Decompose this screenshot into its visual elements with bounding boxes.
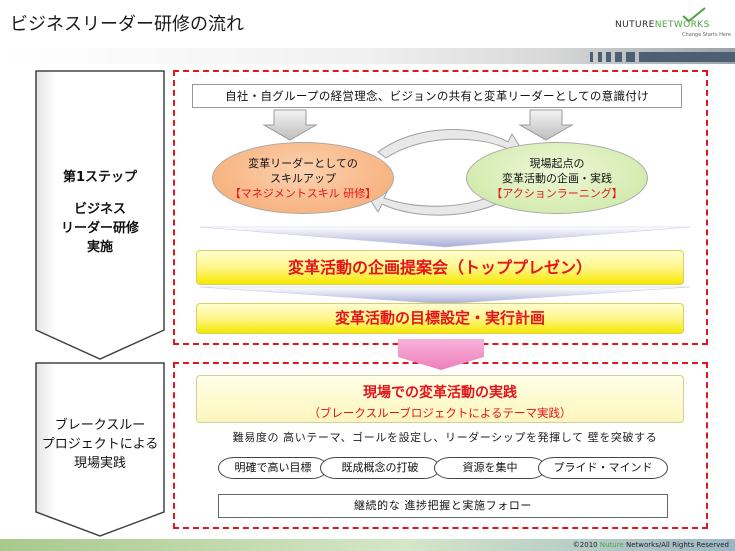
- pill-break-convention: 既成概念の打破: [320, 457, 440, 479]
- checkmark-logo-icon: [682, 7, 706, 23]
- step2-arrow: ブレークスルー プロジェクトによる 現場実践: [35, 362, 165, 537]
- chevron-down-1-icon: [200, 226, 690, 248]
- header-band: [0, 48, 735, 64]
- pink-down-arrow-icon: [398, 339, 484, 370]
- pill-focus-resources: 資源を集中: [434, 457, 546, 479]
- followup-box: 継続的な 進捗把握と実施フォロー: [218, 494, 668, 518]
- footer-band: [0, 539, 735, 551]
- field-practice-box: 現場での変革活動の実践 （ブレークスルーブロジェクトによるテーマ実践）: [196, 375, 684, 423]
- logo-brand: NUTURENETWORKS: [615, 20, 710, 30]
- skillup-line1: 変革リーダーとしての: [248, 156, 358, 170]
- copyright-text: ©2010 Nuture Networks/All Rights Reserve…: [573, 539, 729, 551]
- step1-line2: リーダー研修: [60, 221, 139, 236]
- step1-arrow: 第1ステップ ビジネス リーダー研修 実施: [35, 70, 165, 360]
- logo-text-green: NETWORKS: [654, 20, 710, 30]
- logo: NUTURENETWORKS Change Starts Here: [615, 6, 733, 42]
- goal-setting-bar: 変革活動の目標設定・実行計画: [196, 303, 684, 334]
- copyright-prefix: ©2010: [572, 541, 598, 549]
- step1-heading: 第1ステップ: [62, 170, 138, 185]
- step1-line1: ビジネス: [73, 202, 126, 217]
- header-bar-segment: [615, 52, 622, 62]
- practice-title: 現場での変革活動の実践: [363, 385, 517, 401]
- header-bar-segment: [606, 52, 611, 62]
- header-bar-segment: [598, 52, 602, 62]
- page-title: ビジネスリーダー研修の流れ: [10, 14, 244, 35]
- chevron-down-2-icon: [200, 286, 690, 305]
- action-line3: 【アクションラーニング】: [491, 186, 623, 200]
- action-line1: 現場起点の: [529, 156, 585, 170]
- header-bar-segment: [590, 52, 593, 62]
- logo-tagline: Change Starts Here: [682, 32, 731, 38]
- header-bar-segment: [639, 52, 735, 62]
- action-learning-ellipse: 現場起点の 変革活動の企画・実践 【アクションラーニング】: [466, 142, 648, 214]
- skillup-ellipse: 変革リーダーとしての スキルアップ 【マネジメントスキル 研修】: [212, 142, 394, 214]
- step2-line1: ブレークスルー: [54, 418, 146, 433]
- action-line2: 変革活動の企画・実践: [502, 171, 612, 185]
- down-arrow-left-icon: [262, 109, 318, 141]
- flow-arrows-graphic: [200, 109, 690, 305]
- step2-line2: プロジェクトによる: [41, 437, 159, 452]
- step2-line3: 現場実践: [73, 456, 126, 471]
- down-arrow-right-icon: [518, 109, 574, 141]
- skillup-line3: 【マネジメントスキル 研修】: [229, 186, 377, 200]
- proposal-meeting-bar: 変革活動の企画提案会（トッププレゼン）: [196, 250, 684, 285]
- pill-clear-goal: 明確で高い目標: [218, 457, 328, 479]
- pill-pride-mind: プライド・マインド: [538, 457, 668, 479]
- vision-statement-box: 自社・自グループの経営理念、ビジョンの共有と変革リーダーとしての意識付け: [192, 84, 682, 108]
- copyright-brand: Nuture: [599, 541, 624, 549]
- practice-subtitle: （ブレークスルーブロジェクトによるテーマ実践）: [308, 406, 572, 420]
- copyright-suffix: Networks/All Rights Reserved: [625, 541, 729, 549]
- breakthrough-description: 難易度の 高いテーマ、ゴールを設定し、リーダーシップを発揮して 壁を突破する: [232, 431, 658, 444]
- skillup-line2: スキルアップ: [270, 171, 336, 185]
- header-bar-segment: [626, 52, 635, 62]
- logo-text-dark: NUTURE: [615, 20, 655, 30]
- step1-line3: 実施: [86, 240, 113, 255]
